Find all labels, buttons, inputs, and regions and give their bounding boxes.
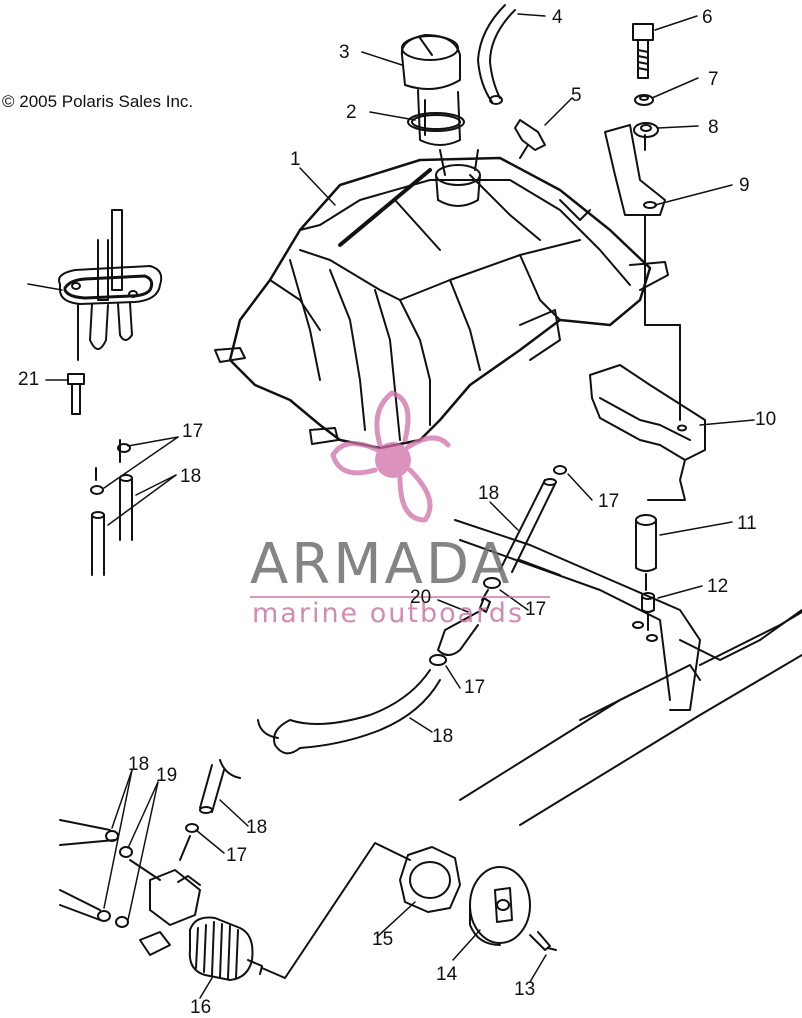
callout-2: 2 <box>346 102 357 123</box>
vent-hose <box>477 4 516 105</box>
fuel-cap <box>400 34 461 146</box>
fuel-valve <box>58 209 163 415</box>
callout-12: 12 <box>707 576 729 597</box>
callout-13: 13 <box>514 979 536 1000</box>
callout-14: 14 <box>436 964 458 985</box>
watermark-title: ARMADA <box>250 532 513 597</box>
callout-18: 18 <box>128 754 150 775</box>
vent-fitting <box>514 119 546 159</box>
center-fuel-line <box>257 465 567 755</box>
callout-17: 17 <box>182 421 204 442</box>
callout-18: 18 <box>180 466 202 487</box>
callout-19: 20 <box>410 587 432 608</box>
callout-18: 18 <box>432 726 454 747</box>
fuel-tank <box>214 149 669 450</box>
callout-17: 19 <box>156 765 178 786</box>
watermark-logo <box>330 390 451 523</box>
leader-lines <box>27 13 755 999</box>
callout-10: 10 <box>755 409 777 430</box>
callout-11: 11 <box>737 513 757 534</box>
callout-17: 17 <box>598 491 620 512</box>
watermark-subtitle: marine outboards <box>252 598 525 629</box>
copyright-notice: © 2005 Polaris Sales Inc. <box>2 92 194 111</box>
pad <box>589 364 706 461</box>
callout-17: 17 <box>525 599 547 620</box>
callout-17: 17 <box>226 845 248 866</box>
callout-5: 5 <box>571 85 582 106</box>
cap-assembly <box>399 846 557 951</box>
frame <box>454 519 802 826</box>
spacer <box>635 459 686 591</box>
o-ring <box>407 112 465 132</box>
callout-16: 16 <box>190 997 212 1018</box>
bolt-stack <box>632 23 681 421</box>
callout-4: 4 <box>552 7 563 28</box>
bracket <box>604 124 666 216</box>
callout-18: 18 <box>246 817 268 838</box>
callout-18: 18 <box>478 483 500 504</box>
callout-20: 21 <box>18 369 40 390</box>
callout-15: 15 <box>372 929 394 950</box>
callout-1: 1 <box>290 149 301 170</box>
callout-8: 8 <box>708 117 719 138</box>
callout-9: 9 <box>739 175 750 196</box>
callout-17: 17 <box>464 677 486 698</box>
hose-clamps-left <box>90 439 133 576</box>
callout-6: 6 <box>702 7 713 28</box>
callout-3: 3 <box>339 42 350 63</box>
watermark-divider <box>250 596 550 598</box>
callout-7: 7 <box>708 69 719 90</box>
fuel-pump <box>59 759 411 981</box>
